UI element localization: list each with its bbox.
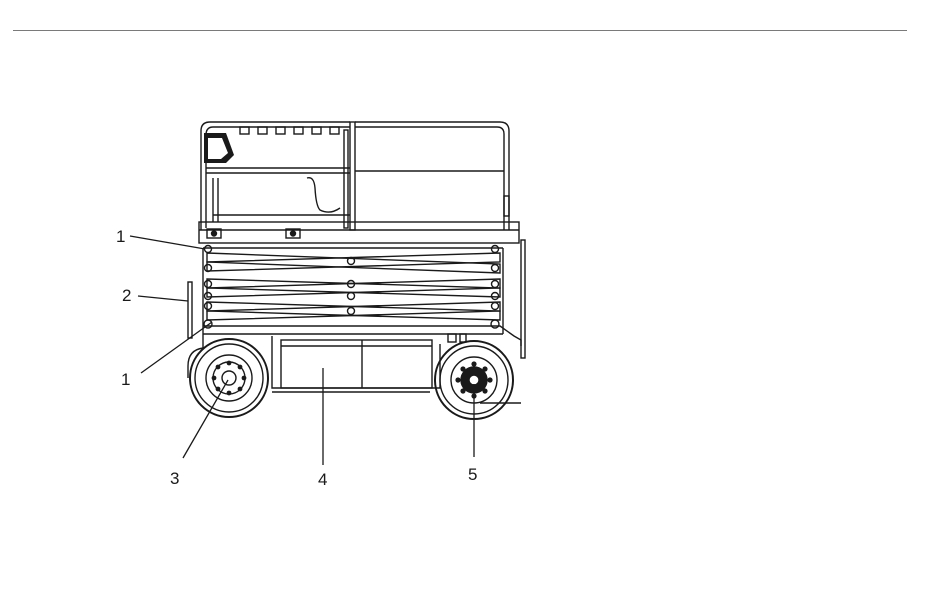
callout-2: 2 <box>122 286 131 305</box>
rail-tabs <box>240 127 339 134</box>
rear-wheel <box>190 339 268 417</box>
platform-deck <box>199 222 519 243</box>
callout-3: 3 <box>170 469 179 488</box>
callout-1-upper: 1 <box>116 227 125 246</box>
callout-1-lower: 1 <box>121 370 130 389</box>
platform-guardrail <box>201 122 509 230</box>
callout-4: 4 <box>318 470 327 489</box>
battery-compartment <box>281 340 432 388</box>
callout-5: 5 <box>468 465 477 484</box>
scissor-arms <box>203 246 503 335</box>
